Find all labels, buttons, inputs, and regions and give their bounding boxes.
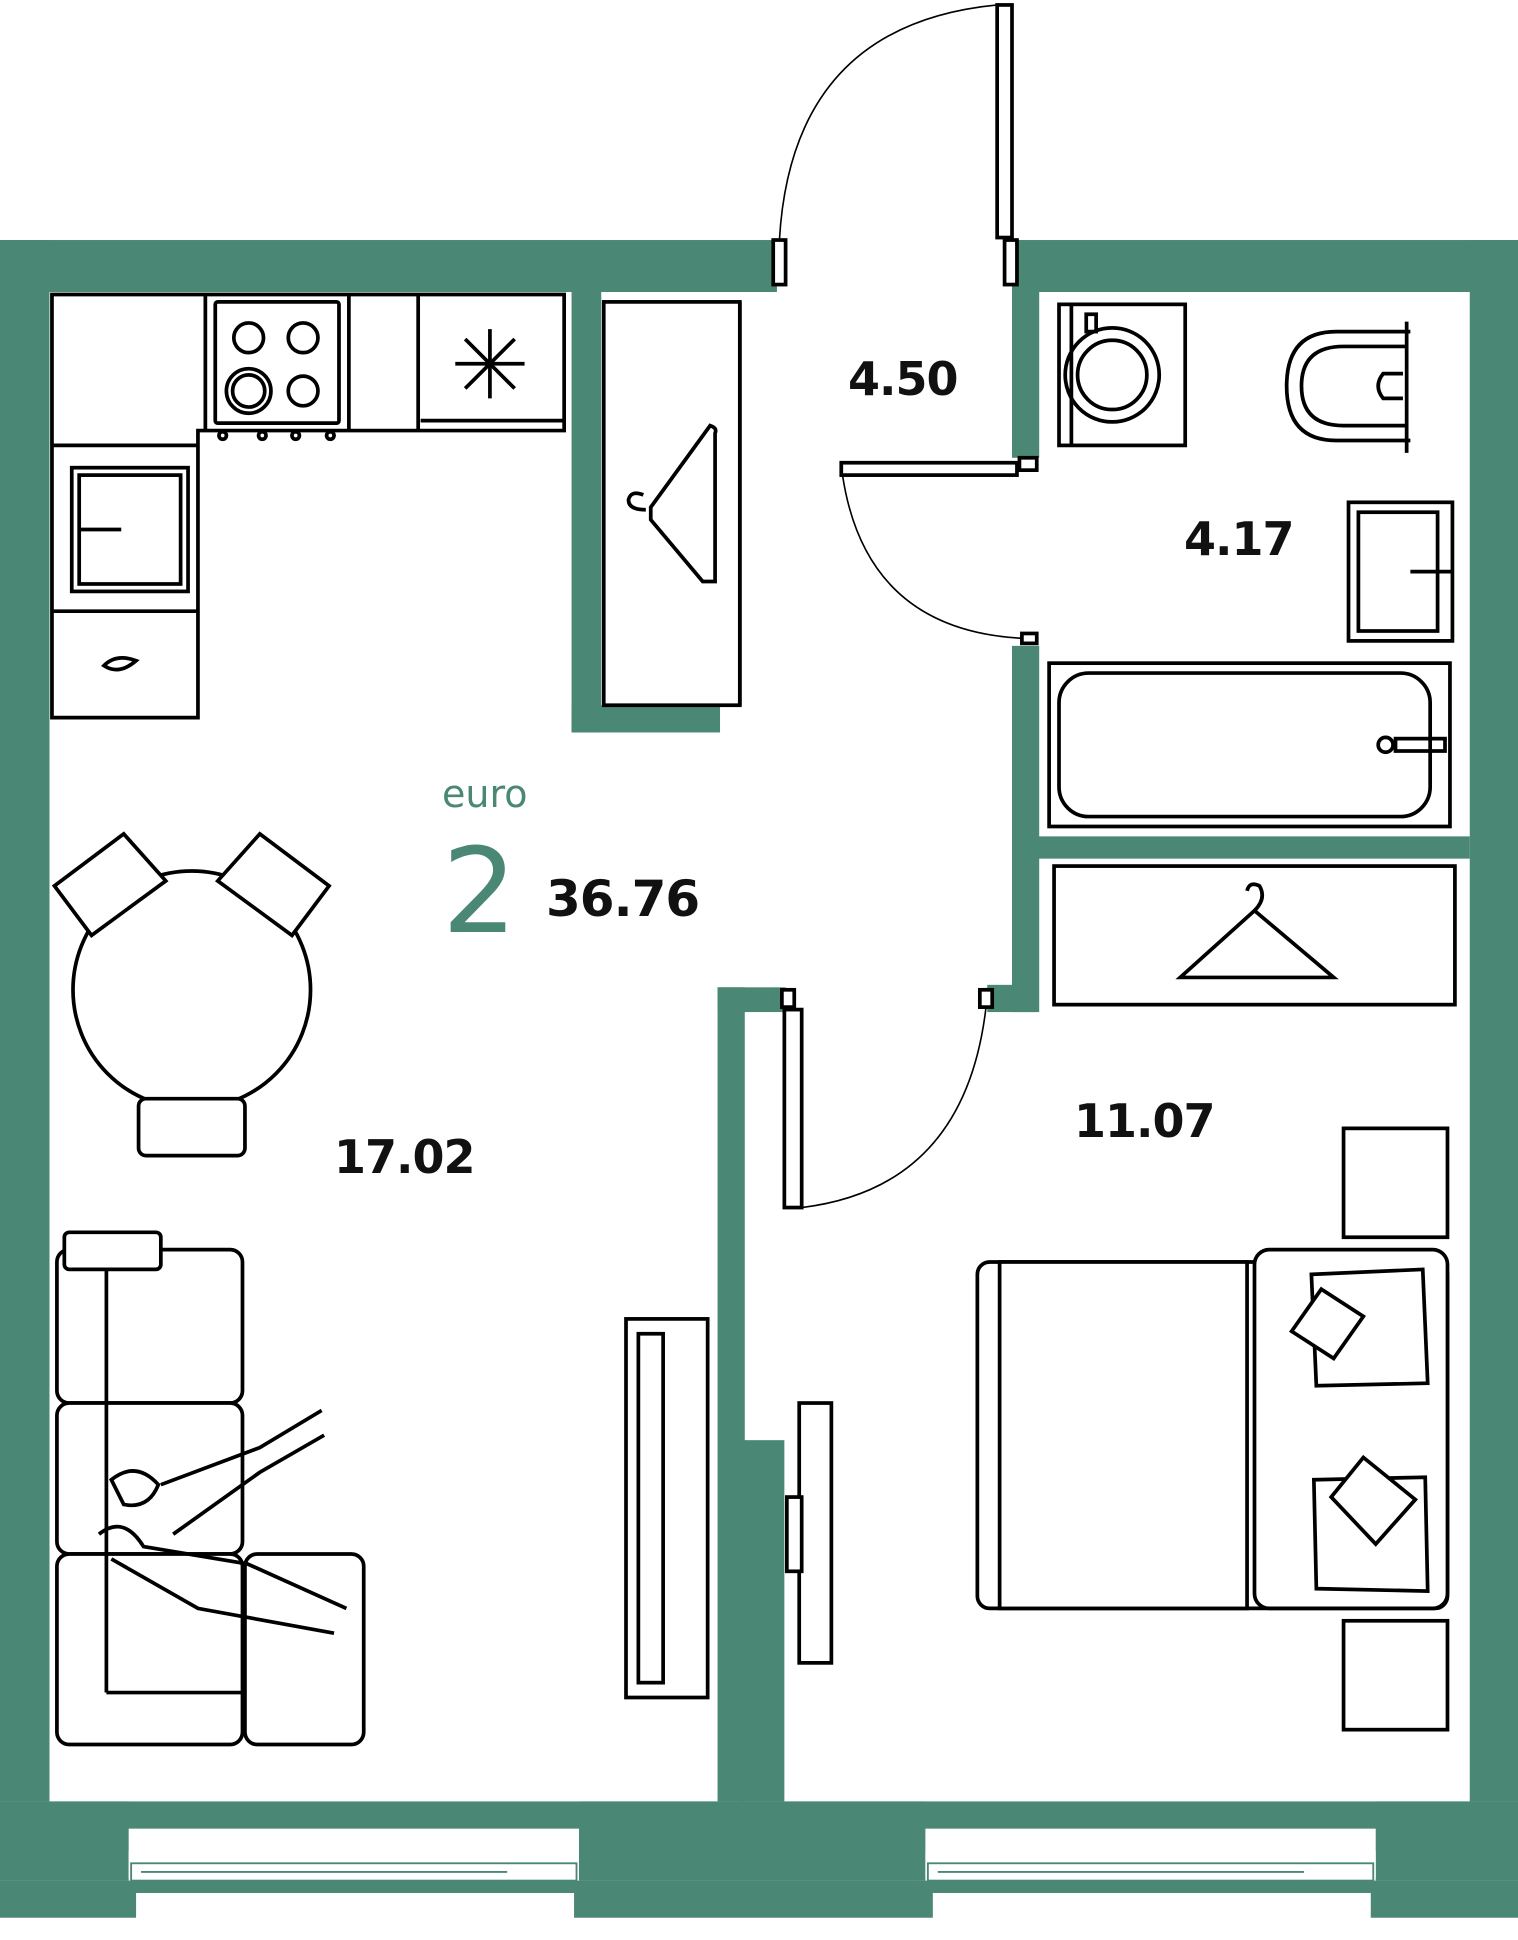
window-icon [128,1828,1376,1921]
tv-icon [624,1317,710,1700]
washing-machine-icon [1057,302,1188,448]
washbasin-icon [1346,500,1455,643]
room-count: 2 [442,822,518,960]
door-icon [839,455,1039,646]
wardrobe-hanger-icon [1052,864,1457,1007]
stove-icon [213,300,341,442]
total-area: 36.76 [546,870,700,928]
tv-icon [784,1401,834,1665]
dining-table-icon [51,831,332,1158]
toilet-icon [1284,321,1411,453]
area-bathroom: 4.17 [1184,512,1294,566]
door-icon [780,987,995,1210]
sink-icon [69,465,190,672]
sofa-icon [55,1230,366,1747]
area-bedroom: 11.07 [1074,1094,1216,1148]
door-icon [771,3,1019,287]
walls [0,240,1518,1918]
bed-icon [975,1247,1450,1611]
area-kitchen-living: 17.02 [334,1130,476,1184]
fridge-snowflake-icon [420,329,565,423]
nightstand-icon [1341,1126,1450,1732]
apartment-type-label: euro [442,772,528,816]
wardrobe-hanger-icon [601,300,742,708]
kitchen-counter [50,292,567,720]
bathtub-icon [1047,661,1452,829]
area-hallway: 4.50 [848,352,958,406]
